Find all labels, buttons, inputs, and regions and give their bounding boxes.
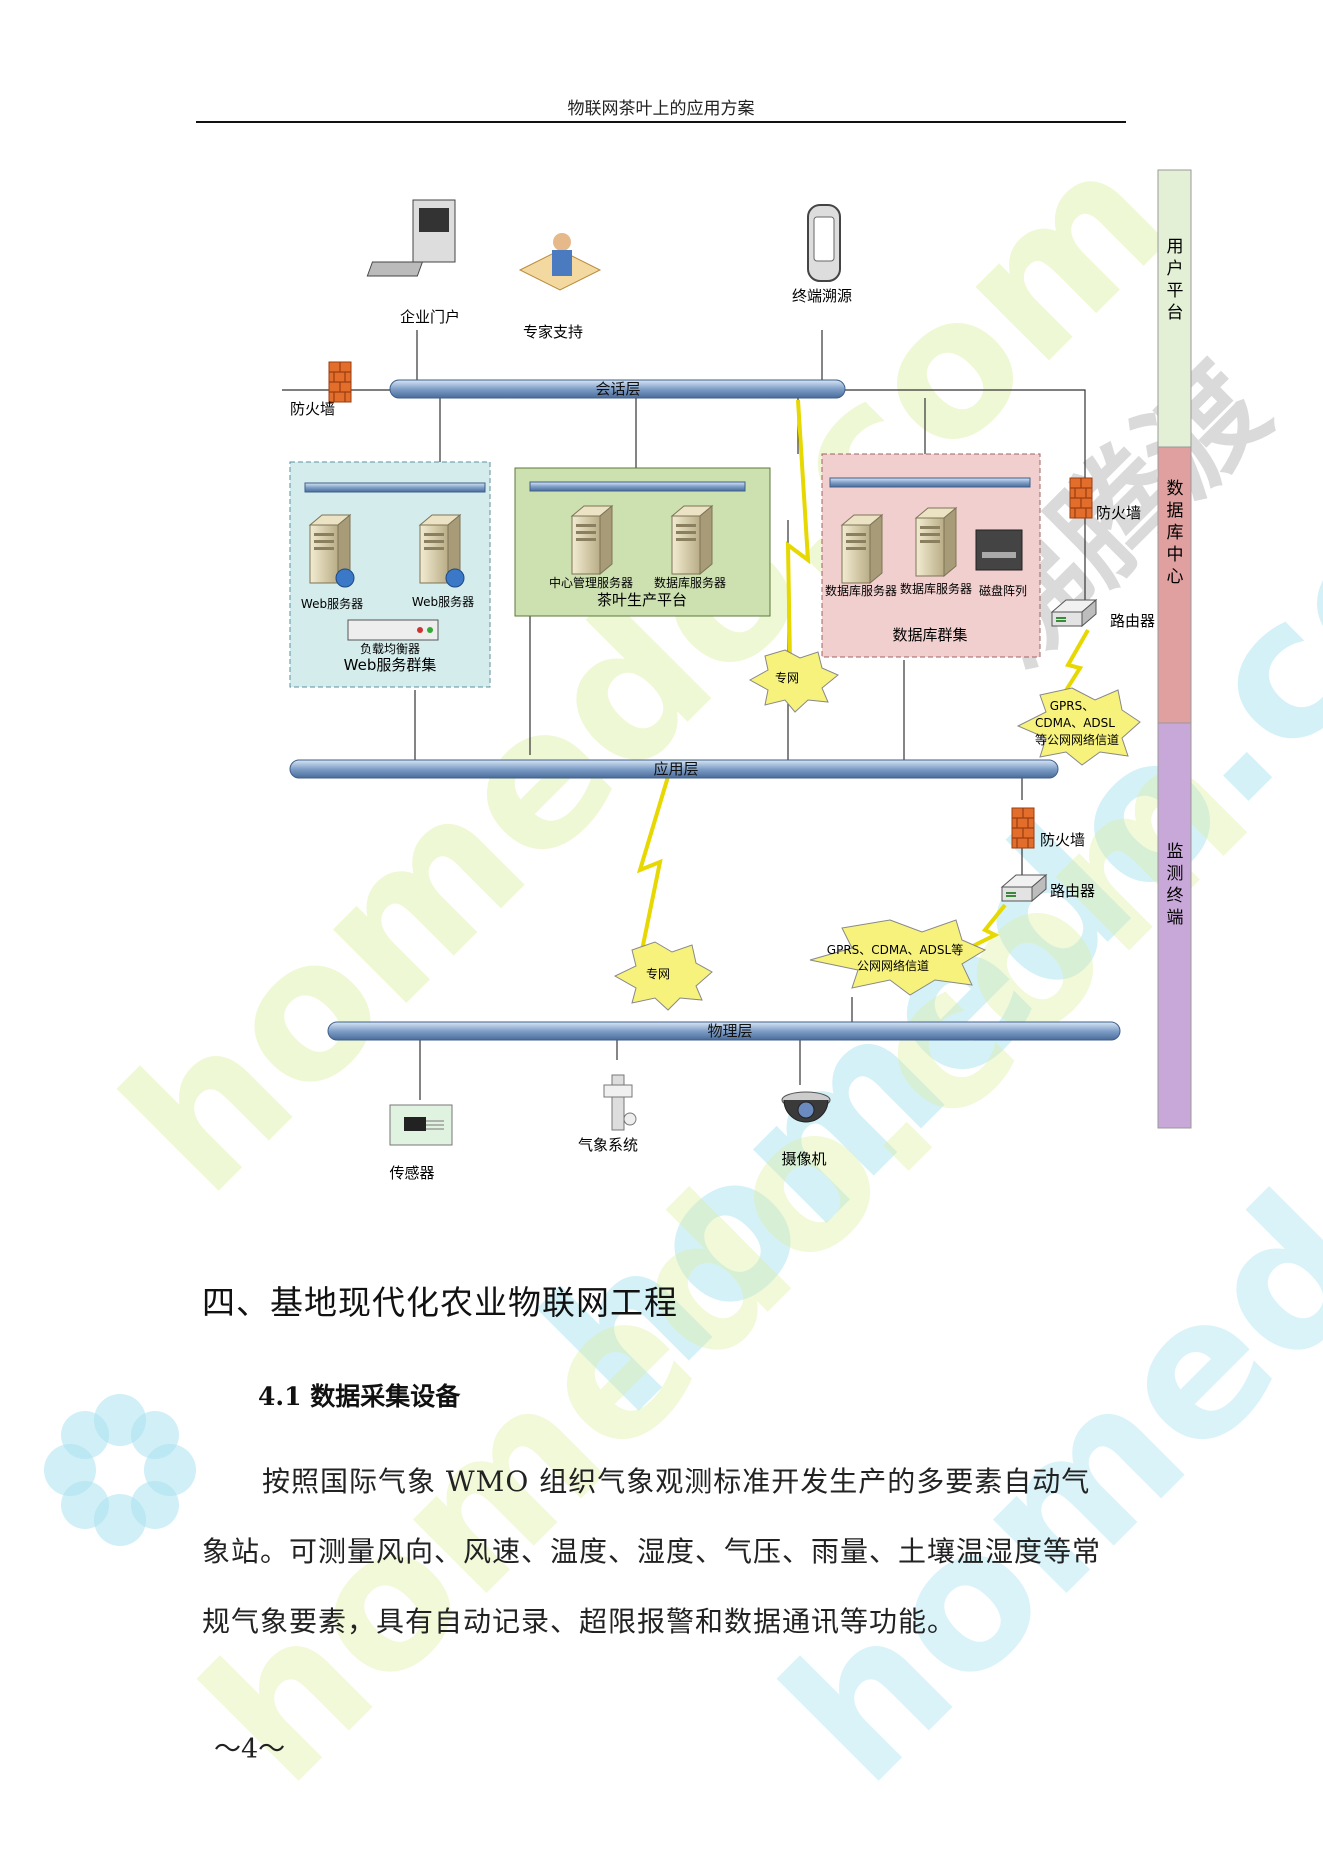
- band-label-user-platform: 用户平台: [1167, 237, 1184, 323]
- db-cluster-title: 数据库群集: [892, 626, 967, 644]
- gprs-upper-line2: CDMA、ADSL: [1035, 716, 1115, 730]
- gprs-lower-line1: GPRS、CDMA、ADSL等: [827, 943, 963, 957]
- globe-icon-2: [445, 568, 465, 588]
- section-subheading: 4.1 数据采集设备: [258, 1382, 461, 1411]
- body-paragraph: 按照国际气象 WMO 组织气象观测标准开发生产的多要素自动气象站。可测量风向、风…: [202, 1465, 1102, 1638]
- trace-label: 终端溯源: [792, 287, 852, 305]
- private-net-burst: [613, 941, 713, 1011]
- physical-layer-label: 物理层: [707, 1022, 752, 1040]
- sensor-label: 传感器: [389, 1164, 434, 1182]
- lightning-icon: [964, 903, 1007, 952]
- private-net-label-2: 专网: [646, 966, 670, 981]
- db-server-label-1: 数据库服务器: [825, 583, 897, 598]
- gprs-lower-line2: 公网网络信道: [857, 958, 929, 973]
- firewall-label-1: 防火墙: [290, 400, 335, 418]
- firewall-icon: [328, 361, 352, 403]
- db-server-label-2: 数据库服务器: [900, 581, 972, 596]
- application-layer-bus: [289, 759, 1059, 779]
- portal-label: 企业门户: [400, 308, 460, 326]
- expert-label: 专家支持: [523, 323, 583, 341]
- session-layer-bus: [389, 379, 846, 399]
- gprs-upper-line3: 等公网网络信道: [1035, 732, 1119, 747]
- lightning-icon: [636, 769, 672, 961]
- band-database-center: [1157, 446, 1192, 724]
- router-icon: [1051, 599, 1097, 627]
- firewall-icon: [1069, 477, 1093, 519]
- center-server-icon: [571, 505, 613, 575]
- globe-icon-1: [335, 568, 355, 588]
- web-server-label-2: Web服务器: [412, 594, 474, 609]
- gprs-burst-lower: [809, 919, 987, 996]
- weather-station-icon: [603, 1074, 637, 1131]
- section-heading: 四、基地现代化农业物联网工程: [202, 1283, 678, 1322]
- expert-icon: [518, 233, 602, 291]
- private-net-burst: [748, 649, 839, 713]
- lightning-icon: [785, 399, 811, 661]
- router-label-2: 路由器: [1050, 882, 1095, 900]
- camera-label: 摄像机: [781, 1150, 826, 1168]
- firewall-label-3: 防火墙: [1040, 831, 1085, 849]
- application-layer-label: 应用层: [653, 760, 698, 778]
- router-icon: [1001, 874, 1047, 902]
- camera-icon: [781, 1091, 831, 1123]
- web-cluster-bus: [304, 482, 486, 493]
- weather-system-label: 气象系统: [578, 1136, 638, 1154]
- watermark-flower-icon: [44, 1394, 196, 1546]
- db-server-icon-1: [841, 514, 883, 584]
- web-cluster-title: Web服务群集: [344, 656, 437, 674]
- db-cluster-bus: [829, 477, 1031, 488]
- handheld-terminal-icon: [807, 204, 841, 282]
- band-label-database-center: 数据库中心: [1167, 479, 1184, 587]
- tea-platform-box: [514, 467, 771, 617]
- load-balancer-label: 负载均衡器: [360, 642, 420, 656]
- router-label-1: 路由器: [1110, 612, 1155, 630]
- disk-array-icon: [975, 529, 1023, 571]
- physical-layer-bus: [327, 1021, 1121, 1041]
- header-rule: [196, 121, 1126, 123]
- tea-platform-title: 茶叶生产平台: [597, 591, 687, 609]
- session-layer-label: 会话层: [595, 380, 640, 398]
- web-server-label-1: Web服务器: [301, 596, 363, 611]
- lightning-icon: [1058, 629, 1090, 702]
- tea-db-server-label: 数据库服务器: [654, 575, 726, 590]
- tea-db-server-icon: [671, 505, 713, 575]
- page-number: ～4～: [214, 1734, 286, 1765]
- gprs-upper-line1: GPRS、: [1050, 699, 1095, 713]
- gprs-burst-upper: [1016, 687, 1141, 766]
- firewall-label-2: 防火墙: [1096, 504, 1141, 522]
- computer-icon: [366, 199, 456, 277]
- sensor-icon: [389, 1104, 453, 1146]
- firewall-icon: [1011, 807, 1035, 849]
- band-label-monitoring-terminal: 监测终端: [1167, 842, 1184, 928]
- network-architecture-diagram: 用户平台 数据库中心 监测终端 会话层 企业门户 专家支持 终端溯源 防火墙 W…: [282, 169, 1192, 1182]
- tea-platform-bus: [529, 481, 746, 492]
- db-server-icon-2: [915, 507, 957, 577]
- load-balancer-icon: [347, 619, 439, 641]
- disk-array-label: 磁盘阵列: [979, 583, 1027, 598]
- center-server-label: 中心管理服务器: [549, 575, 633, 590]
- band-user-platform: [1157, 169, 1192, 448]
- private-net-label-1: 专网: [775, 670, 799, 685]
- band-monitoring-terminal: [1157, 722, 1192, 1129]
- page-header: 物联网茶叶上的应用方案: [567, 99, 755, 119]
